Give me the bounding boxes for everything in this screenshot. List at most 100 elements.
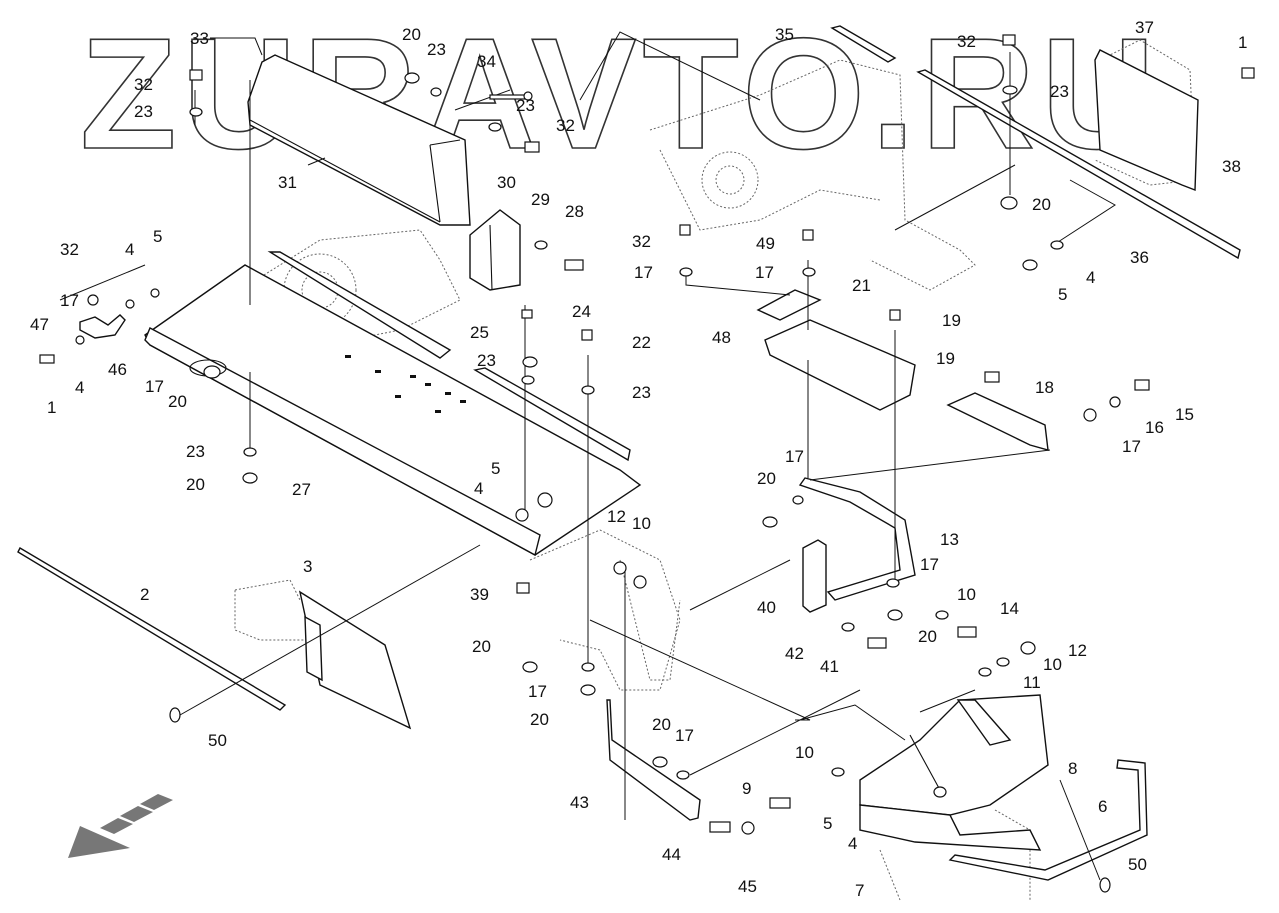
callout-21: 21 bbox=[852, 276, 871, 295]
callout-34: 34 bbox=[477, 52, 496, 71]
callout-9: 9 bbox=[742, 779, 751, 798]
callout-24: 24 bbox=[572, 302, 591, 321]
callout-20: 20 bbox=[186, 475, 205, 494]
callout-3: 3 bbox=[303, 557, 312, 576]
callout-23: 23 bbox=[427, 40, 446, 59]
callout-17: 17 bbox=[920, 555, 939, 574]
callout-17: 17 bbox=[785, 447, 804, 466]
callout-17: 17 bbox=[634, 263, 653, 282]
callout-25: 25 bbox=[470, 323, 489, 342]
callout-30: 30 bbox=[497, 173, 516, 192]
callout-23: 23 bbox=[186, 442, 205, 461]
callout-45: 45 bbox=[738, 877, 757, 896]
callout-10: 10 bbox=[957, 585, 976, 604]
callout-6: 6 bbox=[1098, 797, 1107, 816]
callout-46: 46 bbox=[108, 360, 127, 379]
part-30-bracket bbox=[469, 209, 521, 291]
callout-2: 2 bbox=[140, 585, 149, 604]
callout-17: 17 bbox=[1122, 437, 1141, 456]
callout-4: 4 bbox=[75, 378, 84, 397]
callout-41: 41 bbox=[820, 657, 839, 676]
callout-1: 1 bbox=[47, 398, 56, 417]
callout-40: 40 bbox=[757, 598, 776, 617]
callout-19: 19 bbox=[936, 349, 955, 368]
part-31-shroud bbox=[247, 54, 471, 226]
callout-20: 20 bbox=[168, 392, 187, 411]
callout-17: 17 bbox=[755, 263, 774, 282]
callout-17: 17 bbox=[675, 726, 694, 745]
part-43-bracket bbox=[606, 699, 701, 821]
callout-10: 10 bbox=[632, 514, 651, 533]
part-48-plate bbox=[756, 289, 822, 321]
callout-16: 16 bbox=[1145, 418, 1164, 437]
callout-17: 17 bbox=[145, 377, 164, 396]
deck-slots bbox=[345, 355, 466, 413]
callout-36: 36 bbox=[1130, 248, 1149, 267]
callout-47: 47 bbox=[30, 315, 49, 334]
callout-14: 14 bbox=[1000, 599, 1019, 618]
callout-20: 20 bbox=[530, 710, 549, 729]
callout-5: 5 bbox=[823, 814, 832, 833]
callout-48: 48 bbox=[712, 328, 731, 347]
callout-5: 5 bbox=[153, 227, 162, 246]
callout-44: 44 bbox=[662, 845, 681, 864]
callout-33: 33 bbox=[190, 29, 209, 48]
callout-29: 29 bbox=[531, 190, 550, 209]
hardware-items bbox=[39, 34, 1255, 893]
callout-20: 20 bbox=[918, 627, 937, 646]
callout-labels: 1 2 3 4 4 4 4 4 5 5 5 5 6 7 8 9 10 10 10… bbox=[30, 18, 1247, 900]
callout-23: 23 bbox=[1050, 82, 1069, 101]
callout-32: 32 bbox=[60, 240, 79, 259]
callout-32: 32 bbox=[957, 32, 976, 51]
callout-17: 17 bbox=[60, 291, 79, 310]
part-7-panel bbox=[859, 804, 1042, 851]
callout-19: 19 bbox=[942, 311, 961, 330]
callout-32: 32 bbox=[556, 116, 575, 135]
callout-23: 23 bbox=[134, 102, 153, 121]
callout-20: 20 bbox=[652, 715, 671, 734]
part-35-bar bbox=[830, 25, 897, 63]
part-3-panel bbox=[298, 590, 412, 730]
callout-35: 35 bbox=[775, 25, 794, 44]
callout-22: 22 bbox=[632, 333, 651, 352]
callout-12: 12 bbox=[607, 507, 626, 526]
part-38-side-panel bbox=[1094, 49, 1199, 192]
callout-15: 15 bbox=[1175, 405, 1194, 424]
callout-13: 13 bbox=[940, 530, 959, 549]
callout-23: 23 bbox=[632, 383, 651, 402]
callout-4: 4 bbox=[125, 240, 134, 259]
callout-23: 23 bbox=[516, 96, 535, 115]
part-2-strip bbox=[17, 547, 287, 711]
callout-20: 20 bbox=[472, 637, 491, 656]
callout-10: 10 bbox=[1043, 655, 1062, 674]
part-46-bracket bbox=[79, 314, 126, 339]
callout-42: 42 bbox=[785, 644, 804, 663]
callout-28: 28 bbox=[565, 202, 584, 221]
callout-50: 50 bbox=[1128, 855, 1147, 874]
callout-38: 38 bbox=[1222, 157, 1241, 176]
part-18-bracket bbox=[946, 392, 1049, 451]
callout-37: 37 bbox=[1135, 18, 1154, 37]
callout-11: 11 bbox=[1023, 673, 1041, 692]
callout-49: 49 bbox=[756, 234, 775, 253]
callout-4: 4 bbox=[474, 479, 483, 498]
callout-50: 50 bbox=[208, 731, 227, 750]
direction-arrow bbox=[68, 794, 173, 858]
part-36-bar bbox=[916, 69, 1241, 260]
callout-39: 39 bbox=[470, 585, 489, 604]
callout-7: 7 bbox=[855, 881, 864, 900]
callout-5: 5 bbox=[491, 459, 500, 478]
part-8-shroud bbox=[859, 694, 1049, 816]
callout-4: 4 bbox=[1086, 268, 1095, 287]
part-27-deck-plate bbox=[144, 251, 642, 557]
callout-17: 17 bbox=[528, 682, 547, 701]
callout-18: 18 bbox=[1035, 378, 1054, 397]
callout-43: 43 bbox=[570, 793, 589, 812]
part-40-plate bbox=[802, 539, 827, 613]
callout-32: 32 bbox=[134, 75, 153, 94]
callout-32: 32 bbox=[632, 232, 651, 251]
callout-4: 4 bbox=[848, 834, 857, 853]
callout-20: 20 bbox=[757, 469, 776, 488]
callout-1: 1 bbox=[1238, 33, 1247, 52]
